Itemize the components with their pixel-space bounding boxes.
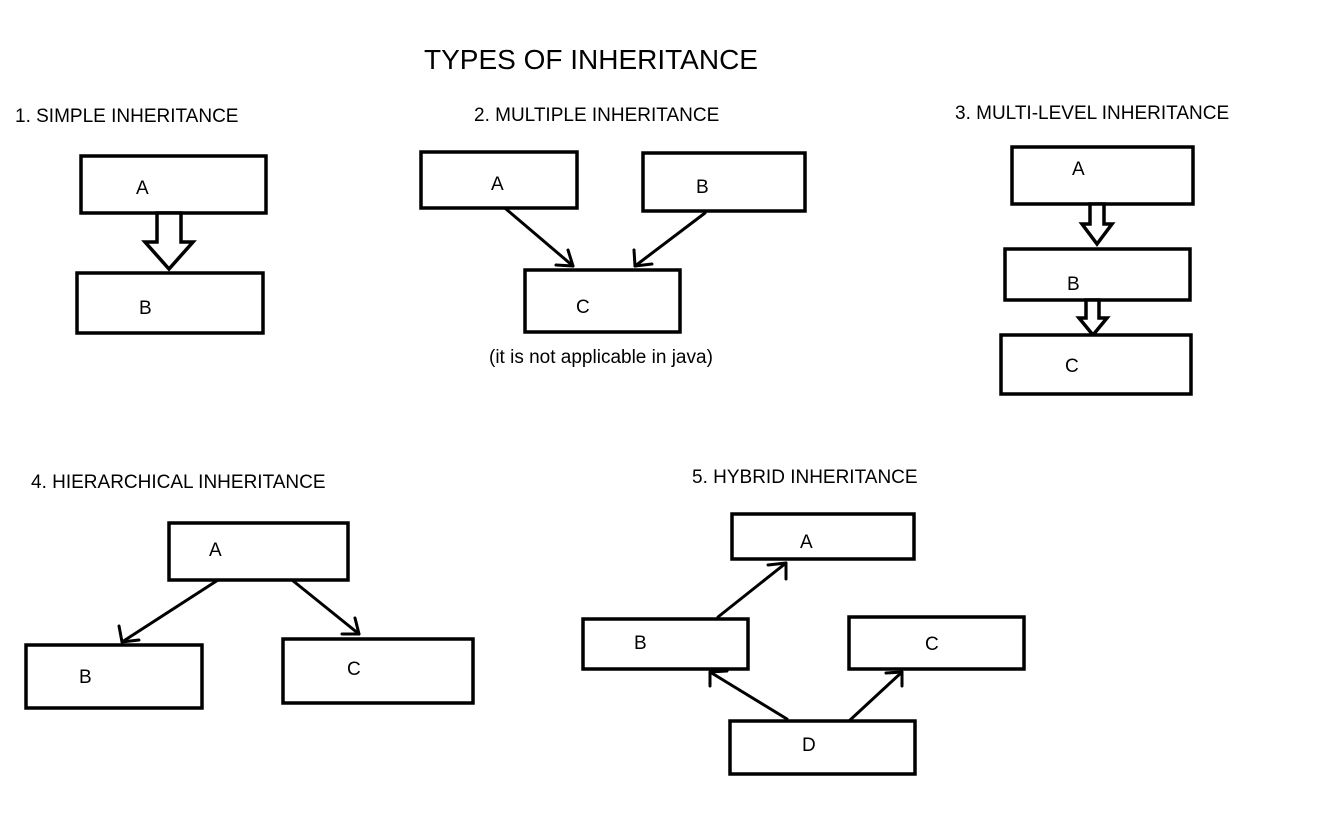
multilevel-node-a-label: A [1072,159,1085,180]
heading-hybrid-inheritance: 5. HYBRID INHERITANCE [692,467,918,488]
heading-hierarchical-inheritance: 4. HIERARCHICAL INHERITANCE [31,472,326,493]
heading-multi-level-inheritance: 3. MULTI-LEVEL INHERITANCE [955,103,1230,124]
hybrid-node-d [728,719,917,776]
simple-node-a-label: A [136,178,149,199]
hierarchical-arrow-a-to-b [117,578,220,644]
multilevel-node-c-label: C [1065,356,1079,377]
hierarchical-node-c-label: C [347,659,361,680]
hybrid-node-c-label: C [925,634,939,655]
simple-inheritance-group: A B [75,154,268,335]
hierarchical-node-a-label: A [209,540,222,561]
multiple-node-b [641,151,807,213]
hybrid-node-b [581,617,750,671]
multiple-node-a-label: A [491,174,504,195]
simple-node-b-label: B [139,298,152,319]
multiple-inheritance-group: A B C [419,150,807,334]
multilevel-node-a [1010,145,1195,206]
diagram-title: TYPES OF INHERITANCE [424,44,758,75]
hybrid-node-a [730,512,916,561]
multilevel-inheritance-group: A B C [999,145,1195,396]
multilevel-node-c [999,333,1193,396]
simple-node-b [75,271,265,335]
simple-arrow-a-to-b [141,211,197,272]
hybrid-arrow-d-to-c [847,670,904,723]
heading-simple-inheritance: 1. SIMPLE INHERITANCE [15,106,239,127]
multilevel-node-b [1003,247,1192,302]
simple-node-a [79,154,268,215]
multilevel-node-b-label: B [1067,274,1080,295]
multiple-arrow-a-to-c [504,207,575,268]
multiple-node-a [419,150,579,210]
hierarchical-node-c [281,637,475,705]
hierarchical-node-b-label: B [79,667,92,688]
hybrid-node-d-label: D [802,735,816,756]
multiple-node-c-label: C [576,297,590,318]
multiple-node-b-label: B [696,177,709,198]
multiple-arrow-b-to-c [632,211,707,268]
hybrid-arrow-d-to-b [708,669,789,721]
hierarchical-inheritance-group: A B C [24,521,475,710]
multilevel-arrow-b-to-c [1075,298,1111,338]
multilevel-arrow-a-to-b [1078,202,1116,247]
hybrid-node-b-label: B [634,633,647,654]
hierarchical-arrow-a-to-c [290,578,361,636]
heading-multiple-inheritance: 2. MULTIPLE INHERITANCE [474,105,720,126]
hierarchical-node-a [167,521,350,582]
hybrid-node-a-label: A [800,532,813,553]
hybrid-node-c [847,615,1026,671]
multiple-node-c [523,268,682,334]
hierarchical-node-b [24,643,204,710]
hybrid-inheritance-group: A B C D [581,512,1026,776]
hybrid-arrow-b-to-a [716,561,788,619]
multiple-inheritance-note: (it is not applicable in java) [489,347,713,368]
